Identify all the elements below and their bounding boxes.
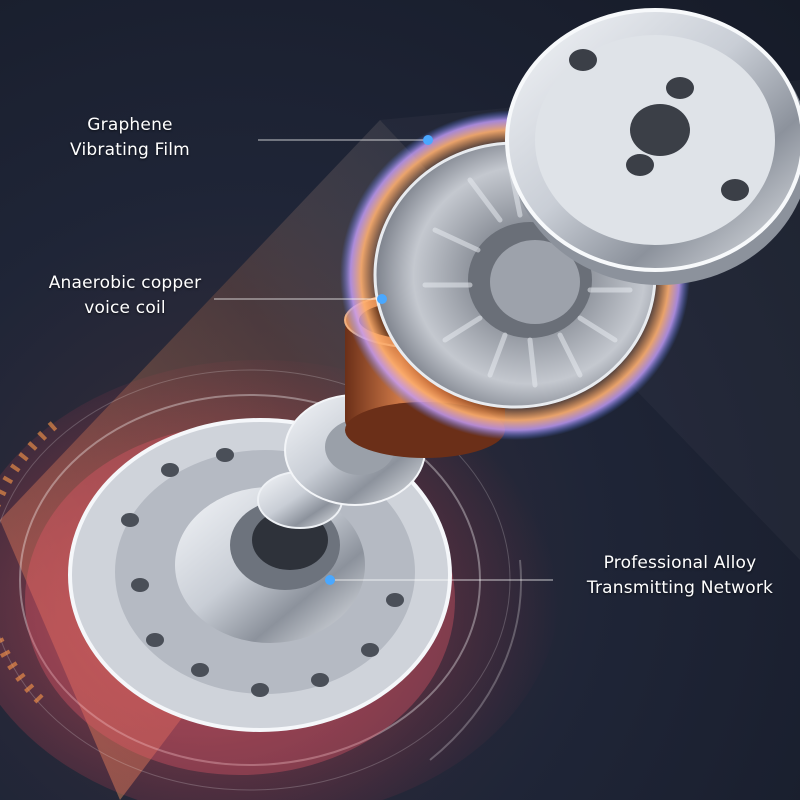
front-housing bbox=[0, 369, 523, 791]
callout-label-graphene: Graphene Vibrating Film bbox=[40, 113, 220, 163]
callout-dot bbox=[377, 294, 387, 304]
callout-label-line: Graphene bbox=[87, 115, 173, 135]
callout-label-line: Anaerobic copper bbox=[48, 273, 202, 293]
callout-label-line: voice coil bbox=[84, 298, 166, 318]
callout-label-line: Transmitting Network bbox=[586, 578, 774, 598]
back-plate bbox=[505, 8, 800, 285]
callout-label-voice-coil: Anaerobic copper voice coil bbox=[20, 271, 230, 321]
callout-dot bbox=[325, 575, 335, 585]
callout-dot bbox=[423, 135, 433, 145]
callout-label-alloy-network: Professional Alloy Transmitting Network bbox=[575, 551, 785, 601]
callout-label-line: Vibrating Film bbox=[70, 140, 190, 160]
callout-label-line: Professional Alloy bbox=[603, 553, 757, 573]
